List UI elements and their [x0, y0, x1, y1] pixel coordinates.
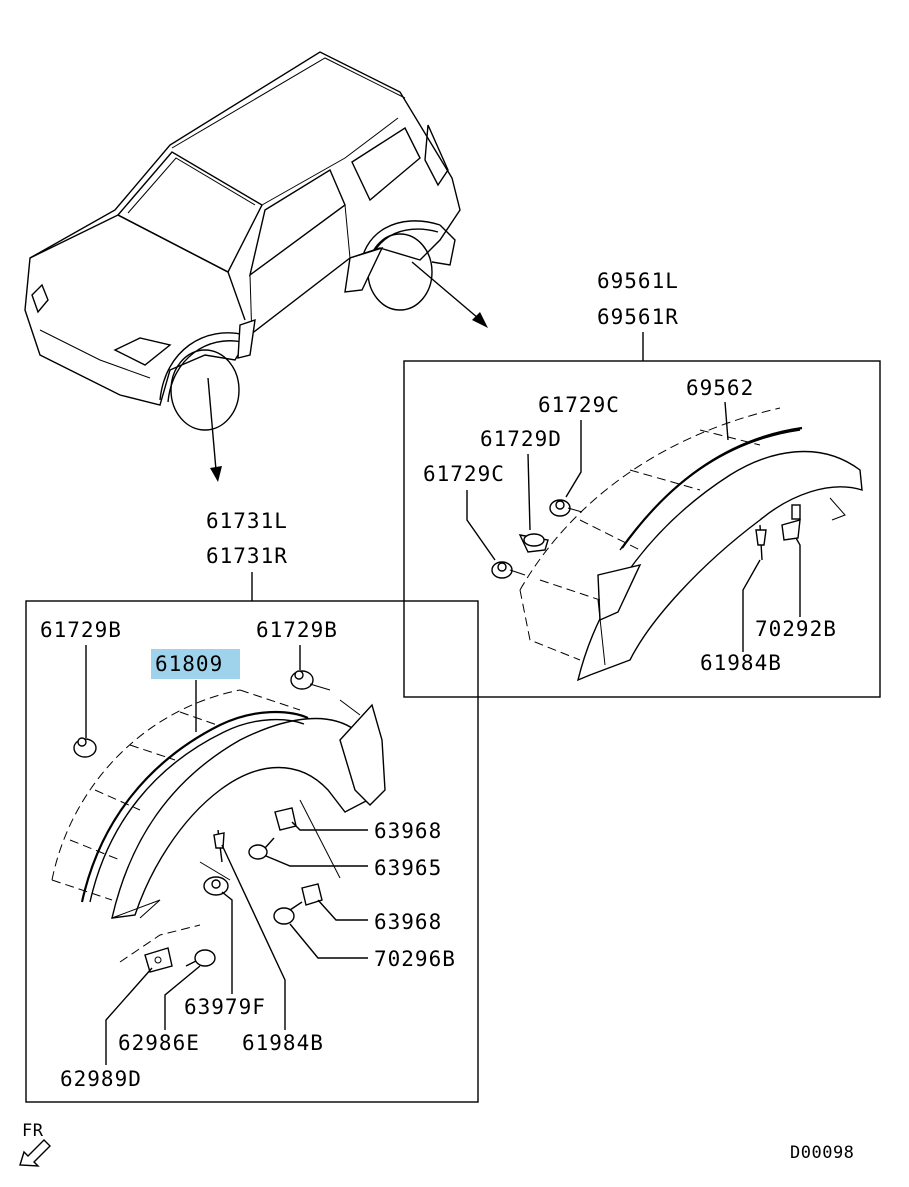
front-clip-63968-b: [301, 883, 323, 906]
label-61984b-rear: 61984B: [700, 651, 782, 675]
label-61729c-top: 61729C: [538, 393, 620, 417]
callout-arrows: [207, 261, 488, 482]
rear-rivet: [755, 524, 767, 561]
fr-arrow-icon: [19, 1139, 51, 1167]
front-bolt-70296b: [273, 901, 303, 925]
front-fender-flare: [111, 717, 369, 919]
label-69561l: 69561L: [597, 269, 679, 293]
fr-direction-indicator: FR: [19, 1121, 51, 1167]
label-61729b-left: 61729B: [40, 618, 122, 642]
highlight-61809: [151, 649, 240, 679]
rear-clip-c-left: [491, 561, 526, 579]
label-70292b: 70292B: [755, 617, 837, 641]
label-61809: 61809: [155, 652, 223, 676]
label-61729c-left: 61729C: [423, 462, 505, 486]
rear-clip-70292b: [781, 504, 801, 541]
label-62986e: 62986E: [118, 1031, 200, 1055]
label-61729d: 61729D: [480, 427, 562, 451]
front-screw-62986e: [185, 949, 216, 967]
fr-label: FR: [22, 1121, 44, 1141]
label-63979f: 63979F: [184, 995, 266, 1019]
label-70296b: 70296B: [374, 947, 456, 971]
label-61729b-right: 61729B: [256, 618, 338, 642]
label-63968-a: 63968: [374, 819, 442, 843]
front-clip-b-right: [290, 670, 331, 691]
rear-assembly-frame: [403, 360, 881, 698]
rear-assembly: 69561L 69561R: [403, 269, 881, 698]
vehicle-illustration: [24, 51, 461, 431]
label-63965: 63965: [374, 856, 442, 880]
front-screw-63965: [248, 837, 275, 860]
rear-clip-c-top: [549, 499, 583, 517]
front-nut-62989d: [144, 947, 173, 973]
front-clip-b-left: [73, 737, 97, 758]
label-61984b-front: 61984B: [242, 1031, 324, 1055]
front-assembly: 61731L 61731R: [25, 509, 479, 1103]
label-63968-b: 63968: [374, 910, 442, 934]
label-61731r: 61731R: [206, 544, 288, 568]
label-62989d: 62989D: [60, 1067, 142, 1091]
front-assembly-frame: [25, 600, 479, 1103]
front-clip-63968-a: [274, 807, 297, 831]
label-61731l: 61731L: [206, 509, 288, 533]
rear-clip-d: [518, 533, 549, 553]
label-69561r: 69561R: [597, 305, 679, 329]
label-69562: 69562: [686, 376, 754, 400]
front-clip-63979f: [203, 876, 229, 896]
diagram-code: D00098: [790, 1143, 854, 1163]
rear-fender-flare: [576, 450, 863, 682]
